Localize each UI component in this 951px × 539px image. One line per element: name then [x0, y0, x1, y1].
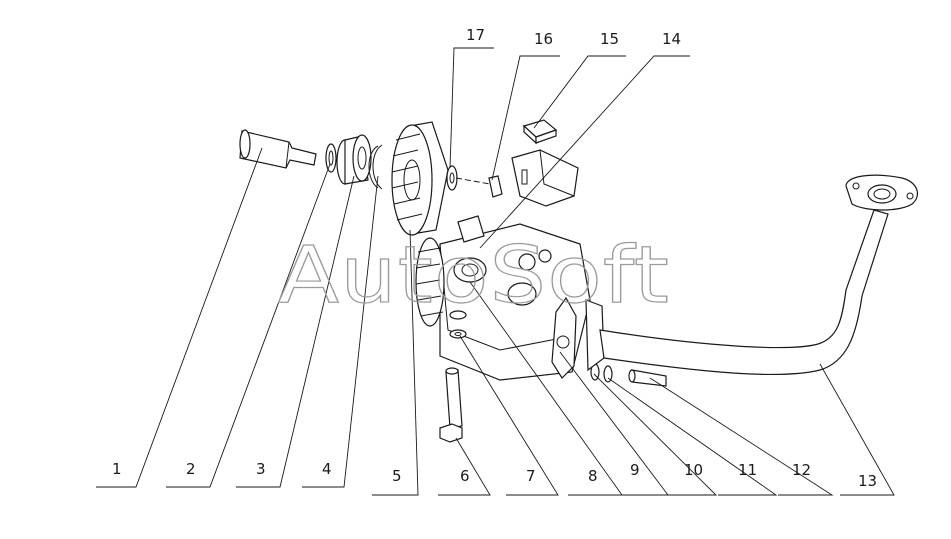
part-pump-gear — [415, 237, 445, 327]
callout-2: 2 — [186, 460, 196, 478]
part-snap-ring — [368, 144, 383, 190]
part-washer-body — [449, 310, 467, 339]
part-bolt-long — [439, 367, 463, 443]
callout-10: 10 — [684, 461, 703, 479]
part-thrust-washer — [446, 165, 458, 191]
part-small-nut — [488, 175, 503, 198]
callout-14: 14 — [662, 30, 681, 48]
part-mounting-bracket — [511, 149, 579, 207]
leader-lines — [96, 47, 895, 496]
part-washer-small — [590, 363, 613, 383]
callout-13: 13 — [858, 472, 877, 490]
callout-labels: 1 2 3 4 5 6 7 8 9 10 11 12 13 14 15 16 1… — [112, 26, 877, 490]
part-gear — [391, 121, 449, 236]
callout-7: 7 — [526, 467, 536, 485]
part-shaft-pin — [239, 129, 317, 169]
callout-6: 6 — [460, 467, 470, 485]
callout-15: 15 — [600, 30, 619, 48]
part-pump-body — [439, 215, 591, 381]
part-bearing — [336, 134, 372, 185]
callout-8: 8 — [588, 467, 598, 485]
part-pipe — [585, 174, 919, 376]
callout-4: 4 — [322, 460, 332, 478]
watermark-text: AutoSoft — [278, 231, 670, 321]
callout-9: 9 — [630, 461, 640, 479]
callout-1: 1 — [112, 460, 122, 478]
callout-11: 11 — [738, 461, 757, 479]
callout-16: 16 — [534, 30, 553, 48]
part-flange-gasket — [551, 296, 577, 379]
part-bolt-short — [628, 369, 667, 387]
part-washer — [325, 143, 337, 173]
callout-17: 17 — [466, 26, 485, 44]
callout-5: 5 — [392, 467, 402, 485]
part-square-nut — [522, 119, 558, 145]
callout-12: 12 — [792, 461, 811, 479]
callout-3: 3 — [256, 460, 266, 478]
